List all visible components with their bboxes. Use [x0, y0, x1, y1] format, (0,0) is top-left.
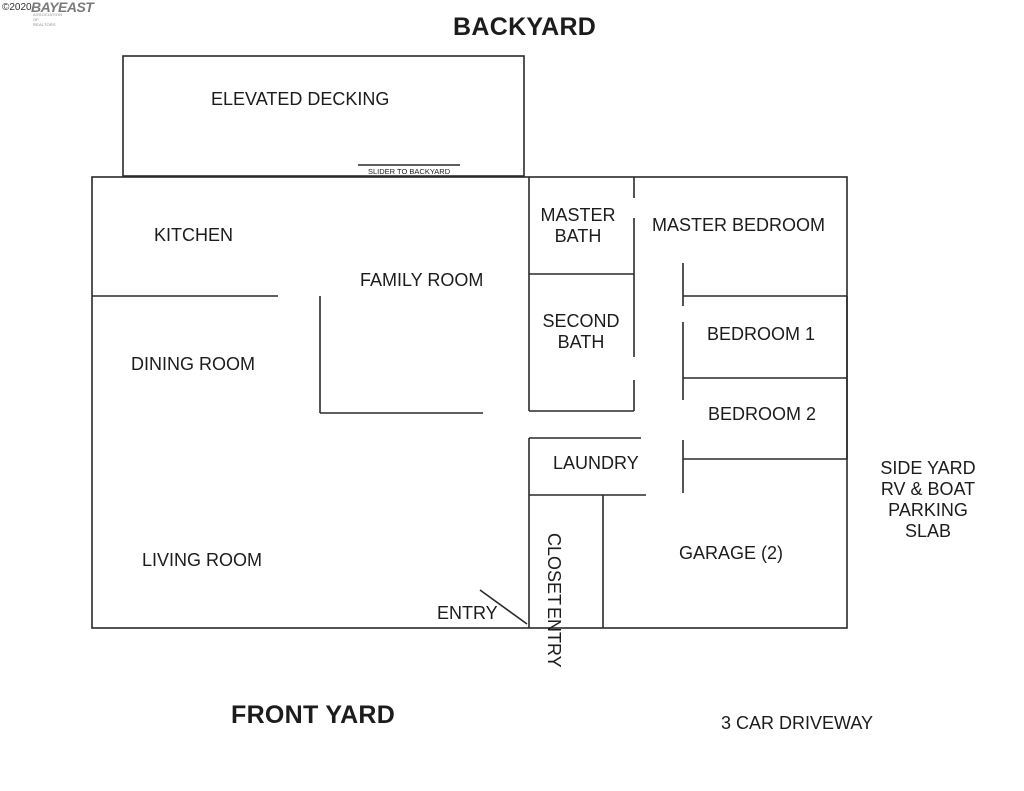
- bedroom-1-label: BEDROOM 1: [707, 324, 816, 344]
- entry-label: ENTRY: [437, 603, 498, 623]
- side-yard-line-2: RV & BOAT: [880, 479, 976, 499]
- driveway-label: 3 CAR DRIVEWAY: [721, 713, 874, 733]
- side-yard-line-4: SLAB: [904, 521, 952, 541]
- entry-closet-line-2: CLOSET: [544, 533, 564, 606]
- backyard-heading: BACKYARD: [453, 13, 597, 41]
- second-bath-line-2: BATH: [557, 332, 605, 352]
- kitchen-label: KITCHEN: [154, 225, 234, 245]
- bedroom-2-label: BEDROOM 2: [708, 404, 817, 424]
- decking-outline: [122, 55, 525, 177]
- side-yard-line-1: SIDE YARD: [880, 458, 976, 478]
- garage-label: GARAGE (2): [679, 543, 784, 563]
- side-yard-line-3: PARKING: [888, 500, 968, 520]
- front-yard-heading: FRONT YARD: [231, 701, 396, 729]
- master-bath-line-2: BATH: [554, 226, 602, 246]
- master-bath-line-1: MASTER: [540, 205, 616, 225]
- entry-closet-label: ENTRY CLOSET: [543, 533, 564, 668]
- laundry-label: LAUNDRY: [553, 453, 639, 473]
- second-bath-label: SECOND BATH: [535, 311, 627, 353]
- master-bath-label: MASTER BATH: [532, 205, 624, 247]
- second-bath-line-1: SECOND: [542, 311, 620, 331]
- brand-tagline: ASSOCIATION OF REALTORS: [33, 12, 63, 27]
- side-yard-label: SIDE YARD RV & BOAT PARKING SLAB: [872, 458, 984, 542]
- master-bedroom-label: MASTER BEDROOM: [652, 215, 826, 235]
- elevated-decking-label: ELEVATED DECKING: [211, 89, 390, 109]
- family-room-label: FAMILY ROOM: [360, 270, 484, 290]
- entry-closet-line-1: ENTRY: [544, 607, 564, 668]
- entry-door: [479, 589, 528, 625]
- slider-label: SLIDER TO BACKYARD: [368, 167, 451, 176]
- living-room-label: LIVING ROOM: [142, 550, 263, 570]
- brand-mark: BAYEAST: [31, 0, 94, 15]
- dining-room-label: DINING ROOM: [131, 354, 255, 374]
- copyright-text: ©2020: [2, 2, 32, 13]
